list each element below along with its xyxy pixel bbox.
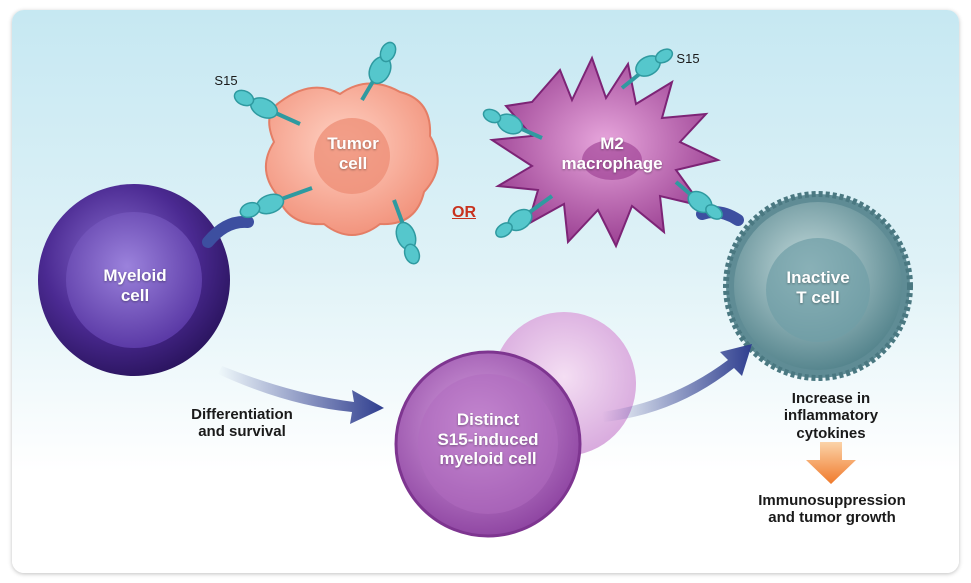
tumor-cell: [265, 82, 439, 236]
or-label: OR: [452, 204, 476, 221]
s15-ligand-5-icon: [620, 48, 674, 90]
differentiation-label: Differentiation and survival: [191, 406, 293, 441]
outcome-label: Immunosuppression and tumor growth: [758, 492, 906, 527]
cytokines-label: Increase in inflammatory cytokines: [783, 390, 879, 442]
diagram-frame: S15 S15 Tumor cell OR M2 macrophage Myel…: [12, 10, 959, 573]
tumor-cell-label: Tumor cell: [327, 134, 379, 173]
s15-ligand-2-icon: [360, 41, 397, 102]
s15-ligand-8-icon: [674, 180, 723, 220]
arrow-to-t-cell: [602, 344, 752, 422]
inactive-t-cell: [696, 191, 913, 381]
diagram-graphics: [38, 41, 913, 538]
m2-macrophage-label: M2 macrophage: [561, 134, 663, 173]
inactive-t-cell-label: Inactive T cell: [786, 268, 850, 307]
distinct-cell-label: Distinct S15-induced myeloid cell: [437, 410, 539, 469]
arrow-to-outcome: [806, 442, 856, 484]
s15-label: S15: [676, 51, 700, 66]
s15-ligand-3-icon: [239, 186, 313, 219]
arrow-to-distinct-cell: [218, 366, 384, 424]
s15-ligand-4-icon: [392, 199, 421, 265]
s15-ligand-6-icon: [482, 108, 543, 140]
myeloid-cell-label: Myeloid cell: [103, 266, 167, 305]
myeloid-cell: [38, 184, 254, 376]
s15-ligand-7-icon: [495, 194, 554, 238]
s15-label: S15: [214, 73, 238, 88]
s15-ligand-1-icon: [233, 89, 301, 126]
s15-ligands: [233, 41, 723, 265]
distinct-myeloid-cell: [394, 350, 582, 538]
